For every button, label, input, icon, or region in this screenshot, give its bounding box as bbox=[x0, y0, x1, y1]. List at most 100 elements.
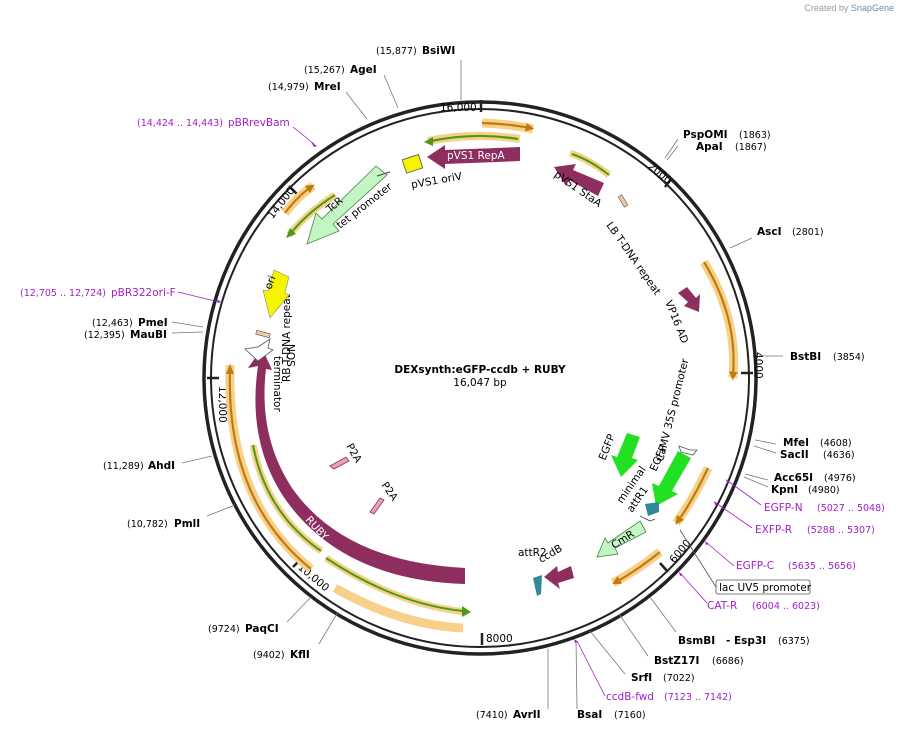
feature-p2a-1 bbox=[329, 456, 350, 470]
orf-top bbox=[481, 118, 535, 134]
site-mrei-pos: (14,979) bbox=[268, 82, 309, 93]
site-kpni: KpnI bbox=[771, 484, 798, 496]
tick-8000: 8000 bbox=[486, 633, 513, 645]
lac-uv5-leader bbox=[679, 529, 717, 588]
primer-egfp-c: EGFP-C bbox=[736, 560, 774, 572]
site-ahdi-pos: (11,289) bbox=[103, 461, 144, 472]
label-nos: NOS bbox=[284, 344, 296, 367]
site-srfi: SrfI bbox=[631, 672, 652, 684]
site-paqci: PaqCI bbox=[245, 623, 279, 635]
site-kpni-pos: (4980) bbox=[808, 485, 840, 496]
orf-green-ruby bbox=[249, 444, 471, 617]
feature-egfp-2 bbox=[652, 451, 691, 506]
orf-green-right bbox=[568, 149, 612, 178]
feature-camv35s-arrow bbox=[678, 445, 698, 456]
orf-left bbox=[225, 364, 314, 573]
site-bstz17i-pos: (6686) bbox=[712, 656, 744, 667]
primer-ccdb-fwd: ccdB-fwd bbox=[606, 691, 654, 703]
site-mfei-pos: (4608) bbox=[820, 438, 852, 449]
site-bsiwi: BsiWI bbox=[422, 45, 455, 57]
primer-cat-r-range: (6004 .. 6023) bbox=[752, 601, 820, 612]
site-mfei: MfeI bbox=[783, 437, 809, 449]
site-sacii-pos: (4636) bbox=[823, 450, 855, 461]
orf-lower-right-2 bbox=[610, 548, 663, 587]
plasmid-length: 16,047 bp bbox=[453, 377, 507, 389]
orf-left-bottom bbox=[332, 584, 464, 633]
label-lac-uv5: lac UV5 promoter bbox=[719, 582, 812, 594]
site-avrii-pos: (7410) bbox=[476, 710, 508, 721]
feature-ccdb bbox=[544, 566, 574, 589]
primer-egfp-c-range: (5635 .. 5656) bbox=[788, 561, 856, 572]
site-asci: AscI bbox=[757, 226, 782, 238]
primer-exfp-r: EXFP-R bbox=[755, 524, 792, 536]
tick-12000: 12,000 bbox=[216, 386, 228, 423]
site-apai-pos: (1867) bbox=[735, 142, 767, 153]
site-acc65i-pos: (4976) bbox=[824, 473, 856, 484]
site-pmei: PmeI bbox=[138, 317, 168, 329]
site-bsai-pos: (7160) bbox=[614, 710, 646, 721]
feature-vp16-ad bbox=[678, 287, 700, 312]
site-kfli-pos: (9402) bbox=[253, 650, 285, 661]
credit-prefix: Created by bbox=[804, 3, 849, 13]
site-sacii: SacII bbox=[780, 449, 809, 461]
primer-pbr322ori: pBR322ori-F bbox=[111, 287, 176, 299]
site-acc65i: Acc65I bbox=[774, 472, 813, 484]
label-rb-repeat: RB T-DNA repeat bbox=[281, 294, 293, 382]
orf-green-top bbox=[424, 131, 521, 146]
feature-pvs1-oriv bbox=[401, 154, 424, 174]
label-nos-terminator: terminator bbox=[271, 356, 283, 412]
label-attr2: attR2 bbox=[518, 547, 547, 559]
label-ori: ori bbox=[263, 274, 279, 291]
site-kfli: KflI bbox=[290, 649, 310, 661]
site-agei-pos: (15,267) bbox=[304, 65, 345, 76]
site-agei: AgeI bbox=[350, 64, 377, 76]
primer-pbrrevbam-range: (14,424 .. 14,443) bbox=[137, 118, 223, 129]
plasmid-name: DEXsynth:eGFP-ccdb + RUBY bbox=[394, 364, 566, 376]
feature-pvs1-repa bbox=[427, 145, 520, 169]
tick-16000: 16,000 bbox=[440, 102, 477, 114]
site-maubi-pos: (12,395) bbox=[84, 330, 125, 341]
primer-pbr322ori-range: (12,705 .. 12,724) bbox=[20, 288, 106, 299]
site-paqci-pos: (9724) bbox=[208, 624, 240, 635]
feature-tcr bbox=[306, 165, 388, 245]
primer-marks bbox=[217, 142, 730, 643]
orf-green-left-upper bbox=[286, 192, 337, 238]
feature-lb-repeat bbox=[617, 194, 629, 208]
site-bstbi: BstBI bbox=[790, 351, 821, 363]
site-bstbi-pos: (3854) bbox=[833, 352, 865, 363]
label-pvs1-repa: pVS1 RepA bbox=[447, 150, 505, 162]
site-apai: ApaI bbox=[696, 141, 723, 153]
primer-egfp-n-range: (5027 .. 5048) bbox=[817, 503, 885, 514]
site-bsiwi-pos: (15,877) bbox=[376, 46, 417, 57]
tick-6000: 6000 bbox=[667, 537, 693, 565]
orf-lower-right bbox=[672, 466, 713, 526]
feature-egfp-1 bbox=[611, 433, 640, 477]
primer-cat-r: CAT-R bbox=[707, 600, 737, 612]
feature-nos-terminator bbox=[244, 338, 274, 362]
primer-pbrrevbam: pBRrevBam bbox=[228, 117, 290, 129]
tick-4000: 4000 bbox=[752, 352, 764, 379]
primer-egfp-n: EGFP-N bbox=[764, 502, 803, 514]
site-esp3i-pos: (6375) bbox=[778, 636, 810, 647]
label-pvs1-oriv: pVS1 oriV bbox=[410, 170, 463, 191]
site-srfi-pos: (7022) bbox=[663, 673, 695, 684]
feature-attr2 bbox=[533, 575, 542, 596]
primer-exfp-r-range: (5288 .. 5307) bbox=[807, 525, 875, 536]
feature-p2a-2 bbox=[369, 497, 385, 515]
label-ccdb: ccdB bbox=[537, 542, 565, 565]
tick-marks bbox=[207, 100, 753, 645]
tet-promoter-marker bbox=[376, 171, 391, 177]
site-bsai: BsaI bbox=[577, 709, 602, 721]
orf-right bbox=[700, 259, 739, 381]
site-pspomi: PspOMI bbox=[683, 129, 728, 141]
site-asci-pos: (2801) bbox=[792, 227, 824, 238]
site-leaders bbox=[171, 60, 783, 710]
feature-rb-repeat bbox=[255, 329, 271, 339]
site-esp3i: - Esp3I bbox=[726, 635, 766, 647]
site-pmli: PmlI bbox=[174, 518, 200, 530]
site-ahdi: AhdI bbox=[148, 460, 175, 472]
feature-minimal-marker bbox=[639, 515, 656, 522]
feature-pvs1-staa bbox=[554, 164, 604, 196]
site-avrii: AvrII bbox=[513, 709, 541, 721]
